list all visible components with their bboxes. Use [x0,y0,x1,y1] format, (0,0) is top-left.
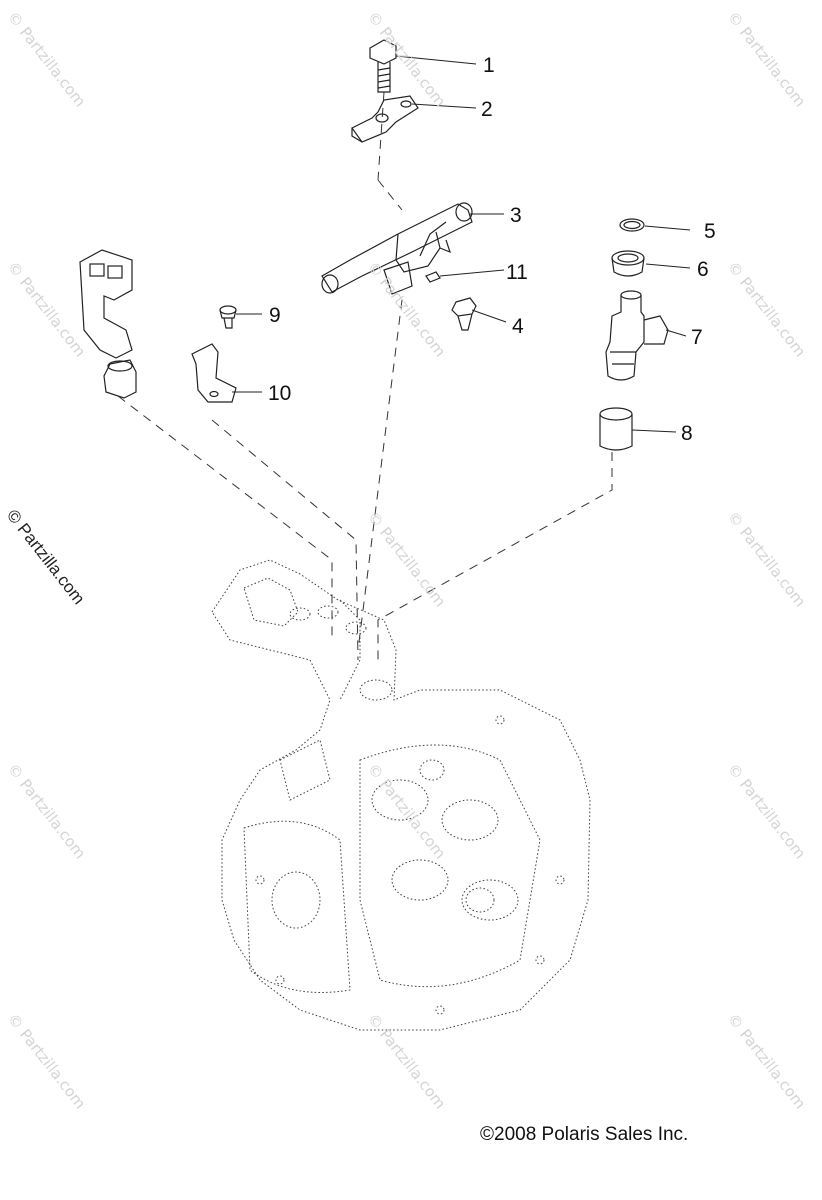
callout-leaders [232,55,691,433]
callout-2: 2 [481,98,493,121]
part-4-screw [451,297,477,331]
callout-10: 10 [268,382,292,405]
engine-cylinder-head [211,559,591,1031]
copyright-notice: ©2008 Polaris Sales Inc. [480,1124,689,1145]
callout-7: 7 [691,326,703,349]
part-6-cap [611,250,645,277]
callout-3: 3 [510,204,522,227]
assembly-guide-lines [117,91,613,661]
sensor-assembly [79,249,137,399]
part-9-screw [219,305,237,329]
part-10-clamp [191,343,237,403]
part-8-sleeve [599,407,633,451]
callout-1: 1 [483,54,495,77]
callout-11: 11 [506,261,528,284]
callout-8: 8 [681,422,693,445]
part-5-o-ring [619,218,645,232]
callout-6: 6 [697,258,709,281]
part-2-bracket [351,95,419,143]
callout-5: 5 [704,220,716,243]
part-11-clip [425,271,441,283]
part-3-fuel-rail [321,202,473,295]
callout-9: 9 [269,304,281,327]
part-7-injector [605,290,669,381]
callout-4: 4 [512,315,524,338]
